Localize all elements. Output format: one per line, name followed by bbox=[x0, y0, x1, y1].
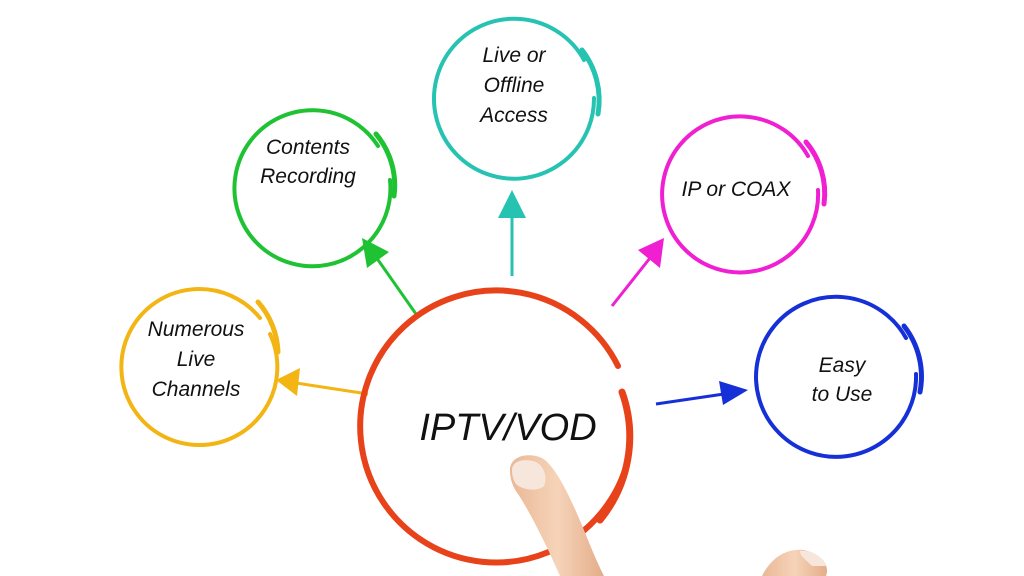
thumbnail bbox=[800, 550, 826, 566]
node-center-iptv-vod: IPTV/VOD bbox=[357, 287, 634, 566]
pointing-finger bbox=[510, 455, 828, 576]
arrow-to-live-or-offline-access bbox=[498, 190, 526, 276]
fingernail bbox=[512, 460, 546, 490]
arrow-to-ip-or-coax bbox=[610, 238, 664, 307]
node-label-line: Live bbox=[177, 348, 216, 371]
node-label-line: to Use bbox=[812, 383, 873, 406]
arrow-to-contents-recording bbox=[362, 238, 418, 315]
node-contents-recording: Contents Recording bbox=[232, 108, 398, 269]
arrow-to-easy-to-use bbox=[655, 381, 748, 406]
node-ip-or-coax: IP or COAX bbox=[660, 114, 828, 275]
node-label-line: Offline bbox=[484, 74, 545, 97]
node-label-line: Numerous bbox=[148, 318, 245, 341]
node-label-line: Contents bbox=[266, 136, 351, 159]
node-easy-to-use: Easy to Use bbox=[754, 294, 924, 459]
node-numerous-live-channels: Numerous Live Channels bbox=[119, 287, 281, 447]
node-label-line: Recording bbox=[260, 165, 356, 188]
node-label-line: Easy bbox=[819, 354, 867, 377]
center-label: IPTV/VOD bbox=[419, 407, 596, 449]
node-label-line: IP or COAX bbox=[682, 178, 792, 201]
arrow-to-numerous-live-channels bbox=[276, 368, 369, 396]
node-label-line: Channels bbox=[152, 378, 241, 401]
node-live-or-offline-access: Live or Offline Access bbox=[432, 16, 602, 181]
node-label-line: Live or bbox=[482, 44, 546, 67]
node-label-line: Access bbox=[478, 104, 548, 127]
